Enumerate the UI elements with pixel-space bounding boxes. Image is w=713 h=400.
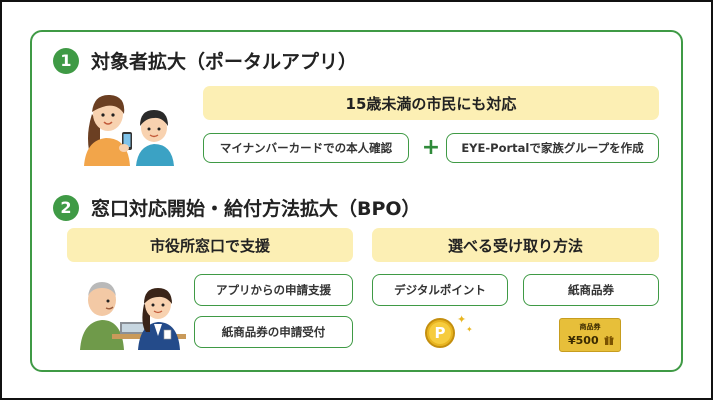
my-number-card-verification-item: マイナンバーカードでの本人確認	[203, 133, 409, 163]
gift-box-icon	[604, 335, 614, 345]
section-2-number: 2	[53, 194, 79, 221]
voucher-amount: ¥500	[568, 334, 599, 347]
gift-voucher-icon: 商品券 ¥500	[559, 318, 621, 352]
point-coin-icon: P	[425, 318, 455, 348]
point-coin-letter: P	[429, 322, 451, 344]
app-application-support-item: アプリからの申請支援	[194, 274, 353, 306]
paper-voucher-application-item: 紙商品券の申請受付	[194, 316, 353, 348]
plus-icon: +	[421, 135, 441, 160]
receiving-methods-banner: 選べる受け取り方法	[372, 228, 659, 262]
section-1-number: 1	[53, 47, 79, 74]
voucher-label: 商品券	[579, 323, 601, 331]
section-2-title: 2 窓口対応開始・給付方法拡大（BPO）	[53, 194, 421, 221]
section-1-title-text: 対象者拡大（ポータルアプリ）	[91, 51, 358, 73]
section-1-banner: 15歳未満の市民にも対応	[203, 86, 659, 120]
paper-voucher-item: 紙商品券	[523, 274, 659, 306]
digital-point-item: デジタルポイント	[372, 274, 508, 306]
section-1-title: 1 対象者拡大（ポータルアプリ）	[53, 47, 357, 74]
counter-staff-illustration	[80, 282, 186, 350]
sparkle-icon: ✦	[457, 313, 467, 326]
mother-child-illustration	[84, 94, 174, 166]
sparkle-small-icon: ✦	[466, 325, 473, 334]
eye-portal-family-group-item: EYE-Portalで家族グループを作成	[446, 133, 659, 163]
section-2-title-text: 窓口対応開始・給付方法拡大（BPO）	[91, 198, 421, 220]
city-hall-support-banner: 市役所窓口で支援	[67, 228, 353, 262]
